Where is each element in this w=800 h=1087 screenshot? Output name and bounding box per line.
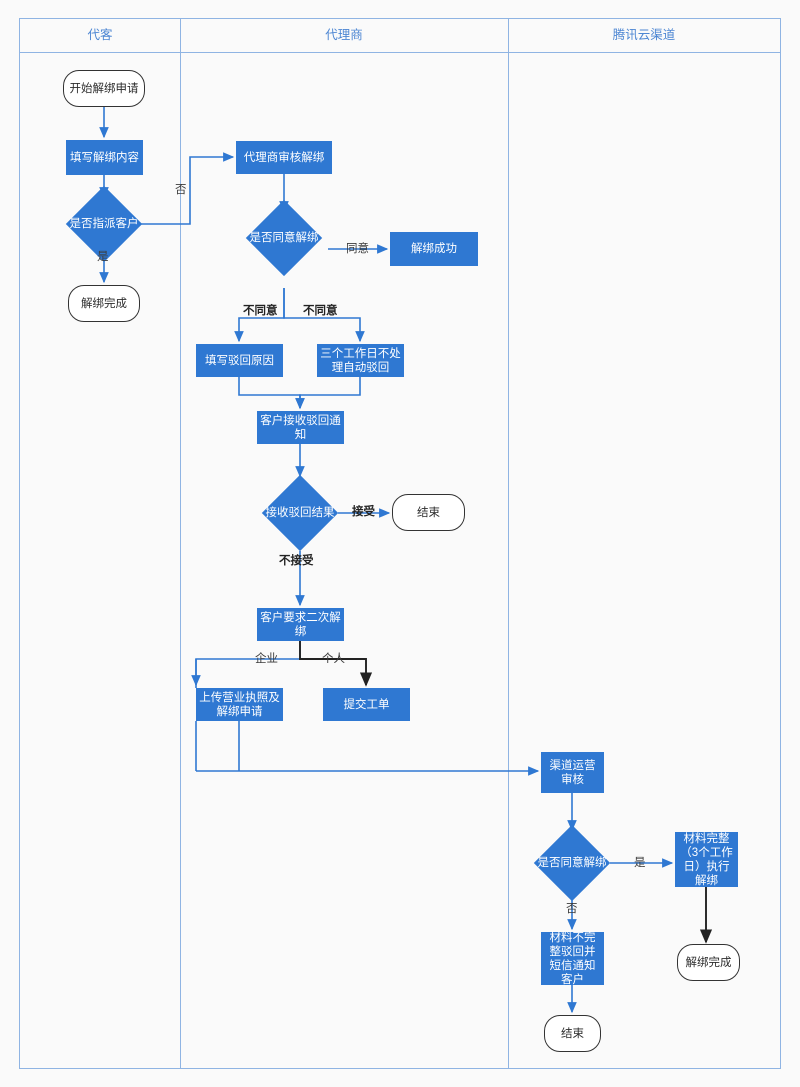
edge-label-yes-channel: 是	[634, 857, 646, 869]
edge-label-yes-assign: 是	[97, 251, 109, 263]
node-agree-unbind-label: 是否同意解绑	[249, 232, 319, 244]
lane-title-customer: 代客	[87, 28, 113, 42]
lane-title-agent: 代理商	[325, 28, 363, 42]
node-start-apply[interactable]: 开始解绑申请	[63, 70, 145, 107]
node-assign-customer[interactable]: 是否指派客户	[65, 185, 143, 263]
edge-label-not-accept: 不接受	[279, 555, 314, 567]
edge-label-disagree-2: 不同意	[303, 305, 338, 317]
node-fill-reject[interactable]: 填写驳回原因	[196, 344, 283, 377]
edge-label-agree: 同意	[346, 243, 369, 255]
node-end-1[interactable]: 结束	[392, 494, 465, 531]
node-unbind-done-2[interactable]: 解绑完成	[677, 944, 740, 981]
node-agent-review[interactable]: 代理商审核解绑	[236, 141, 332, 174]
lane-divider-2	[508, 19, 509, 1068]
node-accept-result-label: 接收驳回结果	[265, 507, 335, 519]
node-fill-content[interactable]: 填写解绑内容	[66, 140, 143, 175]
node-end-2[interactable]: 结束	[544, 1015, 601, 1052]
node-auto-reject[interactable]: 三个工作日不处理自动驳回	[317, 344, 404, 377]
node-accept-result[interactable]: 接收驳回结果	[261, 474, 339, 552]
swimlane-frame: 代客 代理商 腾讯云渠道	[19, 18, 781, 1069]
lane-title-tencent: 腾讯云渠道	[612, 28, 676, 42]
node-agree-unbind[interactable]: 是否同意解绑	[245, 199, 323, 277]
node-assign-customer-label: 是否指派客户	[69, 218, 139, 230]
node-material-ok[interactable]: 材料完整（3个工作日）执行解绑	[675, 832, 738, 887]
lane-header-rule	[20, 52, 780, 53]
node-upload-license[interactable]: 上传营业执照及解绑申请	[196, 688, 283, 721]
edge-label-no-assign: 否	[175, 184, 187, 196]
edge-label-disagree-1: 不同意	[243, 305, 278, 317]
node-unbind-done-1[interactable]: 解绑完成	[68, 285, 140, 322]
edge-label-enterprise: 企业	[255, 653, 278, 665]
node-agree-unbind-2[interactable]: 是否同意解绑	[533, 824, 611, 902]
node-agree-unbind-2-label: 是否同意解绑	[537, 857, 607, 869]
node-submit-ticket[interactable]: 提交工单	[323, 688, 410, 721]
node-customer-notice[interactable]: 客户接收驳回通知	[257, 411, 344, 444]
edge-label-accept: 接受	[352, 506, 375, 518]
node-second-unbind[interactable]: 客户要求二次解绑	[257, 608, 344, 641]
lane-divider-1	[180, 19, 181, 1068]
node-channel-review[interactable]: 渠道运营审核	[541, 752, 604, 793]
edge-label-personal: 个人	[322, 653, 345, 665]
node-unbind-success[interactable]: 解绑成功	[390, 232, 478, 266]
node-material-bad[interactable]: 材料不完整驳回并短信通知客户	[541, 932, 604, 986]
edge-label-no-channel: 否	[566, 903, 578, 915]
